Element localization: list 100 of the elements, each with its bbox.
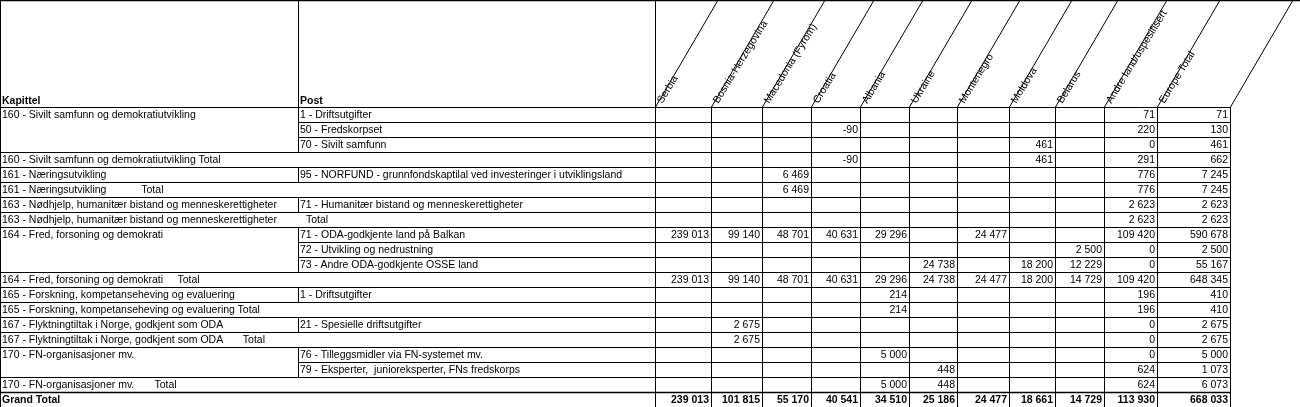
total-label: Grand Total: [2, 393, 62, 406]
total-label: 167 - Flyktningtiltak i Norge, godkjent som ODA Total: [2, 333, 266, 346]
post-label: 1 - Driftsutgifter: [300, 108, 373, 121]
amount-value: 196: [1136, 288, 1155, 301]
amount-value: 214: [888, 288, 907, 301]
total-label: 164 - Fred, forsoning og demokrati Total: [2, 273, 201, 286]
amount-value: 0: [1148, 333, 1155, 346]
amount-value: 2 675: [732, 318, 760, 331]
column-header: Post: [300, 94, 324, 107]
amount-value: 40 631: [824, 228, 858, 241]
amount-value: 776: [1136, 183, 1155, 196]
amount-value: 109 420: [1116, 273, 1155, 286]
grand-total-value: 24 477: [973, 393, 1007, 406]
amount-value: 196: [1136, 303, 1155, 316]
amount-value: 71: [1142, 108, 1155, 121]
amount-value: 220: [1136, 123, 1155, 136]
post-label: 73 - Andre ODA-godkjente OSSE land: [300, 258, 480, 271]
amount-value: 410: [1209, 303, 1228, 316]
amount-value: 7 245: [1200, 168, 1228, 181]
chapter-label: 164 - Fred, forsoning og demokrati: [2, 228, 165, 241]
amount-value: 7 245: [1200, 183, 1228, 196]
chapter-label: 170 - FN-organisasjoner mv.: [2, 348, 136, 361]
amount-value: 662: [1209, 153, 1228, 166]
grand-total-value: 14 729: [1068, 393, 1102, 406]
chapter-label: 160 - Sivilt samfunn og demokratiutvikling: [2, 108, 197, 121]
amount-value: 239 013: [670, 228, 709, 241]
amount-value: 24 738: [921, 258, 955, 271]
amount-value: 239 013: [670, 273, 709, 286]
chapter-label: 165 - Forskning, kompetanseheving og evaluering: [2, 288, 236, 301]
amount-value: 5 000: [879, 348, 907, 361]
amount-value: 0: [1148, 138, 1155, 151]
amount-value: 14 729: [1068, 273, 1102, 286]
grand-total-value: 25 186: [921, 393, 955, 406]
post-label: 70 - Sivilt samfunn: [300, 138, 388, 151]
amount-value: 0: [1148, 258, 1155, 271]
amount-value: 461: [1034, 138, 1053, 151]
amount-value: 0: [1148, 348, 1155, 361]
post-label: 76 - Tilleggsmidler via FN-systemet mv.: [300, 348, 484, 361]
total-label: 165 - Forskning, kompetanseheving og evaluering Total: [2, 303, 261, 316]
amount-value: 2 623: [1127, 198, 1155, 211]
amount-value: 18 200: [1019, 258, 1053, 271]
amount-value: -90: [841, 123, 858, 136]
amount-value: 448: [936, 378, 955, 391]
grand-total-value: 18 661: [1019, 393, 1053, 406]
amount-value: 24 477: [973, 273, 1007, 286]
chapter-label: 167 - Flyktningtiltak i Norge, godkjent som ODA: [2, 318, 225, 331]
post-label: 79 - Eksperter, junioreksperter, FNs fredskorps: [300, 363, 521, 376]
amount-value: 624: [1136, 363, 1155, 376]
chapter-label: 161 - Næringsutvikling: [2, 168, 108, 181]
amount-value: 55 167: [1194, 258, 1228, 271]
amount-value: 6 073: [1200, 378, 1228, 391]
amount-value: 109 420: [1116, 228, 1155, 241]
grand-total-value: 239 013: [670, 393, 709, 406]
amount-value: 590 678: [1189, 228, 1228, 241]
grand-total-value: 40 541: [824, 393, 858, 406]
amount-value: 5 000: [1200, 348, 1228, 361]
amount-value: 29 296: [873, 228, 907, 241]
amount-value: -90: [841, 153, 858, 166]
total-label: 163 - Nødhjelp, humanitær bistand og menneskerettigheter Total: [2, 213, 330, 226]
post-label: 1 - Driftsutgifter: [300, 288, 373, 301]
amount-value: 776: [1136, 168, 1155, 181]
amount-value: 448: [936, 363, 955, 376]
amount-value: 48 701: [775, 228, 809, 241]
column-header: Kapittel: [2, 94, 42, 107]
amount-value: 2 675: [1200, 318, 1228, 331]
amount-value: 2 500: [1074, 243, 1102, 256]
post-label: 50 - Fredskorpset: [300, 123, 384, 136]
grand-total-value: 113 930: [1116, 393, 1155, 406]
grand-total-value: 101 815: [721, 393, 760, 406]
amount-value: 1 073: [1200, 363, 1228, 376]
total-label: 170 - FN-organisasjoner mv. Total: [2, 378, 178, 391]
amount-value: 24 738: [921, 273, 955, 286]
post-label: 72 - Utvikling og nedrustning: [300, 243, 435, 256]
grand-total-value: 34 510: [873, 393, 907, 406]
amount-value: 29 296: [873, 273, 907, 286]
grand-total-value: 668 033: [1189, 393, 1228, 406]
post-label: 71 - ODA-godkjente land på Balkan: [300, 228, 467, 241]
amount-value: 2 675: [732, 333, 760, 346]
amount-value: 2 623: [1200, 213, 1228, 226]
amount-value: 0: [1148, 318, 1155, 331]
amount-value: 291: [1136, 153, 1155, 166]
post-label: 71 - Humanitær bistand og menneskerettigheter: [300, 198, 524, 211]
amount-value: 461: [1034, 153, 1053, 166]
post-label: 21 - Spesielle driftsutgifter: [300, 318, 423, 331]
amount-value: 5 000: [879, 378, 907, 391]
amount-value: 48 701: [775, 273, 809, 286]
amount-value: 410: [1209, 288, 1228, 301]
amount-value: 24 477: [973, 228, 1007, 241]
amount-value: 99 140: [726, 228, 760, 241]
amount-value: 130: [1209, 123, 1228, 136]
chapter-label: 163 - Nødhjelp, humanitær bistand og menneskerettigheter: [2, 198, 278, 211]
total-label: 160 - Sivilt samfunn og demokratiutvikling Total: [2, 153, 222, 166]
amount-value: 461: [1209, 138, 1228, 151]
post-label: 95 - NORFUND - grunnfondskaptilal ved investeringer i utviklingsland: [300, 168, 624, 181]
grand-total-value: 55 170: [775, 393, 809, 406]
total-label: 161 - Næringsutvikling Total: [2, 183, 165, 196]
amount-value: 2 500: [1200, 243, 1228, 256]
amount-value: 2 675: [1200, 333, 1228, 346]
amount-value: 71: [1215, 108, 1228, 121]
amount-value: 12 229: [1068, 258, 1102, 271]
